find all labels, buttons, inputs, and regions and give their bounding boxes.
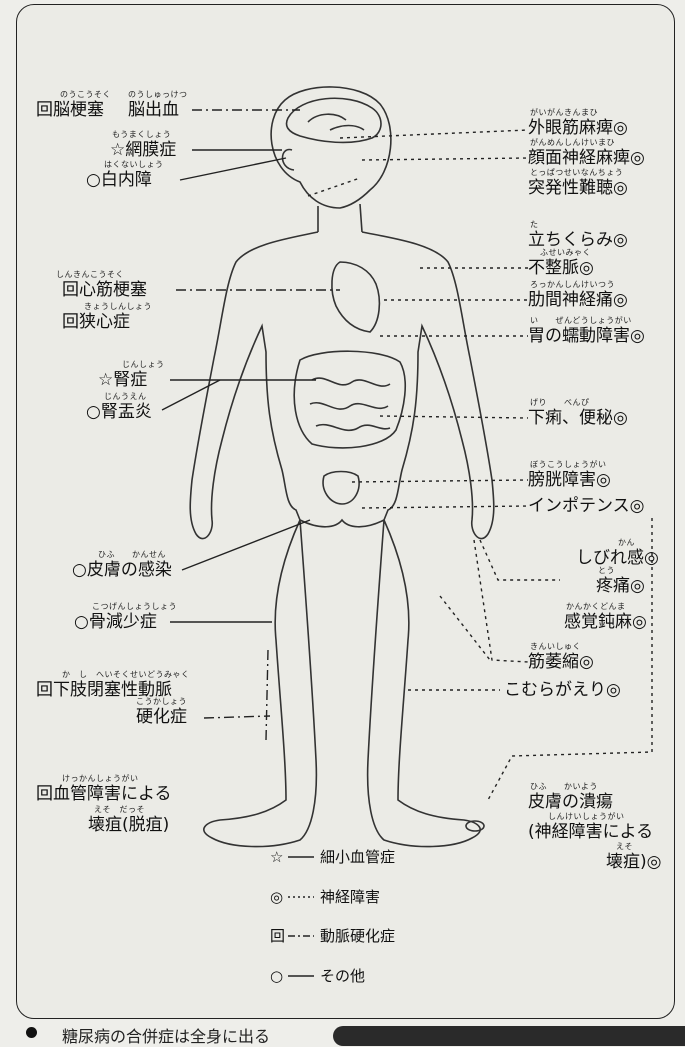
label-moumakushou: ☆網膜症 — [110, 140, 176, 160]
ruby-kaiyou: ひふ かいよう — [530, 782, 598, 791]
label-zendou: 胃の蠕動障害◎ — [528, 326, 645, 346]
ruby-toppatsu: とっぱつせいなんちょう — [530, 168, 623, 177]
ruby-hifu-kansen: ひふ かんせん — [98, 550, 166, 559]
line-gaigankin — [340, 130, 528, 138]
ruby-eso2: えそ — [616, 842, 633, 851]
ruby-moumakushou: もうまくしょう — [112, 130, 171, 139]
legend-label-3: 動脈硬化症 — [320, 926, 395, 946]
ruby-zendou: い ぜんどうしょうがい — [530, 316, 632, 325]
legend-symbol-3: 回 — [270, 926, 285, 946]
label-hifu-kansen: ○皮膚の感染 — [72, 560, 172, 580]
line-boukou — [352, 480, 528, 482]
ruby-eso: えそ だっそ — [94, 805, 145, 814]
label-shibire: しびれ感◎ — [576, 548, 659, 568]
line-impotence — [362, 506, 528, 508]
ruby-toutsu: とう — [598, 566, 615, 575]
ear-outline — [283, 150, 295, 170]
line-jinuen — [162, 380, 220, 410]
ruby-noushukketsu: のうしゅっけつ — [128, 90, 188, 99]
ruby-boukou: ぼうこうしょうがい — [530, 460, 607, 469]
line-toutsu — [480, 540, 560, 580]
bladder-outline — [323, 472, 359, 505]
figure-caption: 糖尿病の合併症は全身に出る — [62, 1023, 270, 1047]
label-fuseimyaku: 不整脈◎ — [528, 258, 594, 278]
right-side-outline — [362, 232, 494, 847]
label-jinuen: ○腎盂炎 — [86, 402, 152, 422]
ruby-geri: げり べんぴ — [530, 398, 590, 407]
line-hifu-kansen — [182, 520, 310, 570]
head-outline — [271, 87, 391, 208]
label-kyoushin: 回狭心症 — [62, 312, 130, 332]
legend-label-2: 神経障害 — [320, 887, 380, 907]
heart-outline — [332, 262, 379, 332]
label-shinkei-yoru: (神経障害による — [528, 822, 653, 842]
ruby-fuseimyaku: ふせいみゃく — [540, 248, 591, 257]
ruby-kinisyuku: きんいしゅく — [530, 642, 581, 651]
label-jinshou: ☆腎症 — [98, 370, 147, 390]
ruby-jinuen: じんうえん — [104, 392, 147, 401]
label-hakunaishou: ○白内障 — [86, 170, 152, 190]
label-koukashou: 硬化症 — [136, 707, 187, 727]
ruby-hakunaishou: はくないしょう — [104, 160, 164, 169]
label-komuragaeri: こむらがえり◎ — [504, 680, 621, 700]
caption-bar — [333, 1026, 685, 1046]
ruby-koukashou: こうかしょう — [136, 697, 187, 706]
label-kinisyuku: 筋萎縮◎ — [528, 652, 594, 672]
brain-outline — [287, 98, 382, 142]
legend-label-1: 細小血管症 — [320, 847, 395, 867]
label-geri: 下痢、便秘◎ — [528, 408, 628, 428]
ruby-kashi: か し へいそくせいどうみゃく — [62, 670, 190, 679]
label-rokkan: 肋間神経痛◎ — [528, 290, 628, 310]
ruby-gaigankin: がいがんきんまひ — [530, 108, 598, 117]
legend-symbol-4: ○ — [270, 966, 283, 986]
brain-folds — [308, 114, 364, 130]
ruby-shinkei-yoru: しんけいしょうがい — [548, 812, 625, 821]
ruby-jinshou: じんしょう — [122, 360, 165, 369]
intestine-folds — [310, 378, 390, 430]
crotch-outline — [300, 520, 384, 527]
label-noukousoku: 回脳梗塞 — [36, 100, 104, 120]
label-ganmen: 顔面神経麻痺◎ — [528, 148, 645, 168]
left-side-outline — [190, 232, 318, 847]
line-kinisyuku — [474, 540, 528, 662]
line-toppatsu — [308, 178, 360, 196]
legend-symbol-2: ◎ — [270, 887, 283, 907]
human-body-outline — [190, 87, 494, 847]
label-kekkan: 回血管障害による — [36, 784, 172, 804]
legend-label-4: その他 — [320, 966, 365, 986]
label-gaigankin: 外眼筋麻痺◎ — [528, 118, 628, 138]
legend-symbol-1: ☆ — [270, 847, 283, 867]
label-tachikurami: 立ちくらみ◎ — [528, 230, 628, 250]
label-kaiyou: 皮膚の潰瘍 — [528, 792, 613, 812]
caption-bullet — [26, 1027, 37, 1038]
label-noushukketsu: 脳出血 — [128, 100, 179, 120]
ruby-kekkan: けっかんしょうがい — [62, 774, 139, 783]
ruby-kyoushin: きょうしんしょう — [84, 302, 152, 311]
ruby-kankaku: かんかくどんま — [566, 602, 626, 611]
label-impotence: インポテンス◎ — [528, 496, 645, 516]
label-eso2: 壊疽)◎ — [606, 852, 661, 872]
label-toutsu: 疼痛◎ — [596, 576, 645, 596]
ruby-noukousoku: のうこうそく — [60, 90, 111, 99]
ruby-ganmen: がんめんしんけいまひ — [530, 138, 615, 147]
line-ganmen — [362, 158, 528, 160]
intestine-outline — [294, 351, 405, 448]
line-hakunai — [180, 158, 286, 180]
ruby-shinkin: しんきんこうそく — [56, 270, 124, 279]
label-boukou: 膀胱障害◎ — [528, 470, 611, 490]
ruby-kotsugen: こつげんしょうしょう — [92, 602, 177, 611]
line-kinisyuku-2 — [440, 596, 490, 660]
ruby-tachikurami: た — [530, 220, 539, 229]
ruby-rokkan: ろっかんしんけいつう — [530, 280, 615, 289]
line-leg-artery — [266, 650, 268, 740]
line-kouka — [204, 716, 270, 718]
line-geri — [380, 416, 528, 418]
label-eso: 壊疽(脱疽) — [88, 815, 169, 835]
label-kankaku: 感覚鈍麻◎ — [564, 612, 647, 632]
label-kotsugen: ○骨減少症 — [74, 612, 157, 632]
ruby-shibire: かん — [618, 538, 635, 547]
label-toppatsu: 突発性難聴◎ — [528, 178, 628, 198]
label-shinkin: 回心筋梗塞 — [62, 280, 147, 300]
